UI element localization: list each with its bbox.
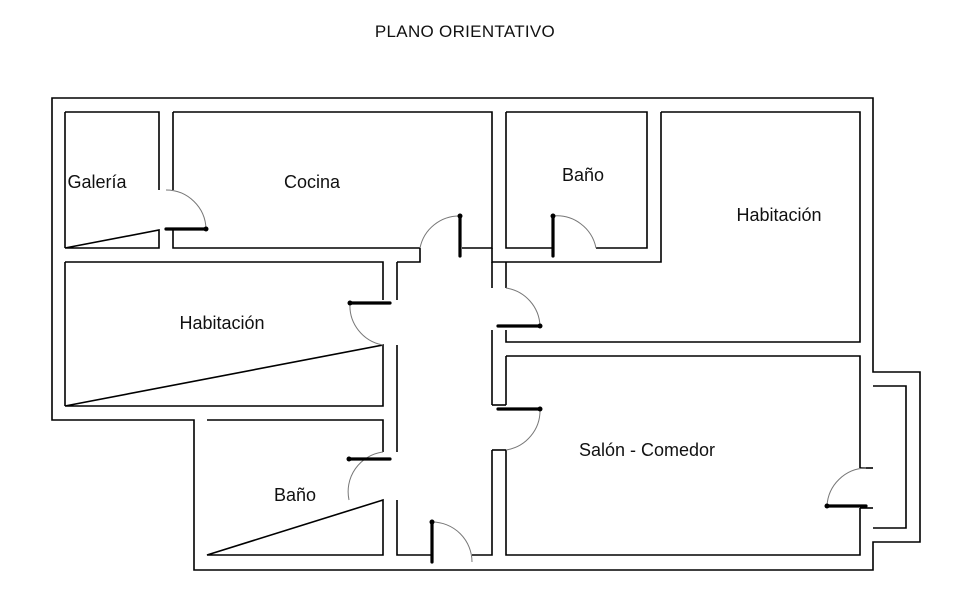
door-salon (496, 406, 543, 451)
door-bano-bottom (346, 451, 392, 501)
room-label-cocina: Cocina (284, 172, 341, 192)
outer-walls (51, 97, 921, 571)
door-cocina (419, 213, 463, 258)
room-label-bano-top: Baño (562, 165, 604, 185)
door-terrace (824, 467, 868, 509)
room-label-bano-bottom: Baño (274, 485, 316, 505)
door-galeria (164, 189, 209, 232)
door-habitacion-right (496, 287, 543, 329)
room-label-salon-comedor: Salón - Comedor (579, 440, 715, 460)
interior-walls (64, 111, 907, 556)
door-habitacion-left (347, 300, 392, 346)
room-label-galeria: Galería (67, 172, 127, 192)
room-label-habitacion-left: Habitación (179, 313, 264, 333)
room-label-habitacion-right: Habitación (736, 205, 821, 225)
room-labels: Galería Cocina Baño Habitación Habitació… (67, 165, 821, 505)
plan-title: PLANO ORIENTATIVO (375, 22, 555, 41)
door-entrance (429, 519, 473, 564)
doors (164, 189, 868, 564)
watermark (20, 262, 53, 396)
door-bano-top (550, 213, 597, 258)
